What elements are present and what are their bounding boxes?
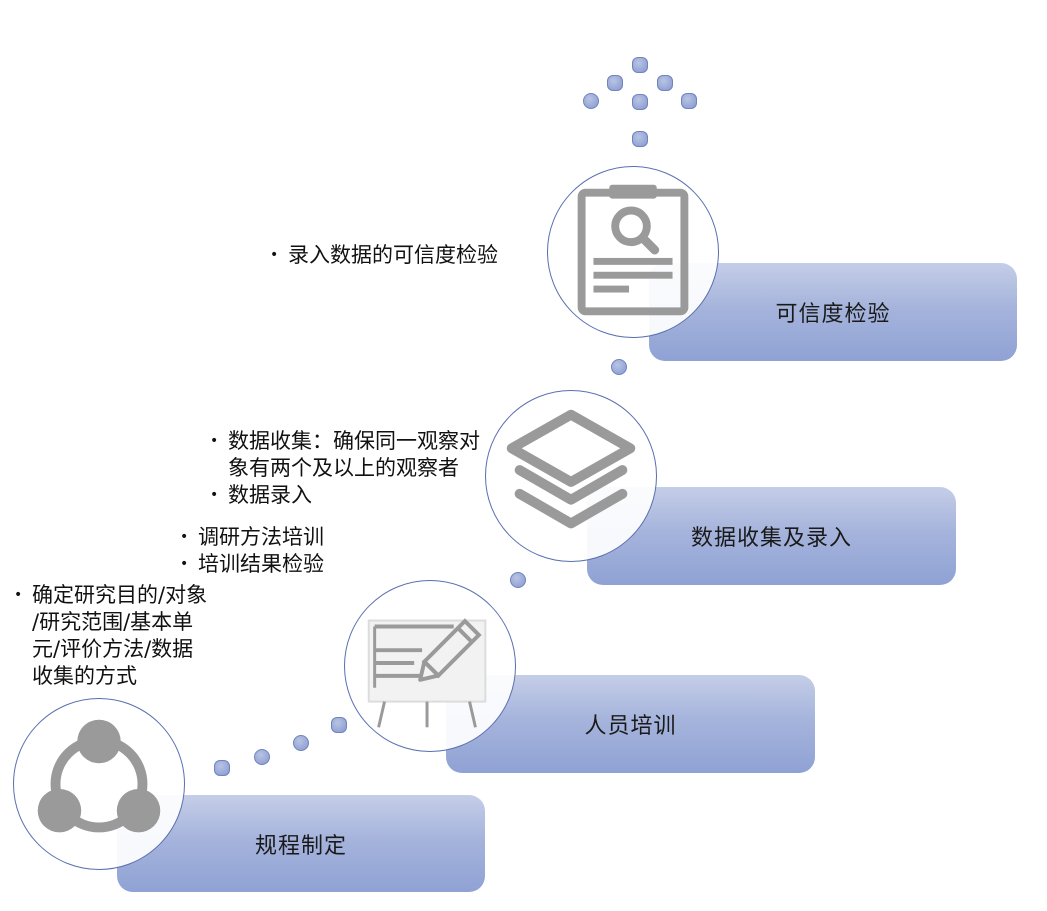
note-item: • 调研方法培训 [180, 524, 400, 551]
ring-training [344, 580, 516, 752]
step-label-rules: 规程制定 [254, 833, 347, 859]
bullet-mark: • [180, 556, 189, 572]
arrow-dot [632, 94, 648, 110]
note-item: • 确定研究目的/对象 /研究范围/基本单 元/评价方法/数据 收集的方式 [14, 582, 254, 690]
connector-dot [254, 749, 270, 765]
connector-dot [331, 717, 347, 733]
note-text: 数据录入 [228, 483, 312, 507]
arrow-dot [607, 75, 623, 91]
note-item: • 录入数据的可信度检验 [270, 242, 550, 269]
ring-rules [13, 698, 185, 870]
arrow-dot [632, 57, 648, 73]
share-network-icon [37, 719, 161, 833]
note-text: 培训结果检验 [198, 552, 324, 576]
bullet-mark: • [14, 587, 23, 603]
notes-reliability: • 录入数据的可信度检验 [270, 242, 550, 269]
layers-stack-icon [506, 409, 636, 529]
arrow-dot [657, 75, 673, 91]
note-text: 录入数据的可信度检验 [288, 243, 498, 267]
note-text: 确定研究目的/对象 /研究范围/基本单 元/评价方法/数据 收集的方式 [32, 583, 208, 688]
note-text: 数据收集：确保同一观察对 象有两个及以上的观察者 [228, 429, 480, 480]
notes-data-collection: • 数据收集：确保同一观察对 象有两个及以上的观察者 • 数据录入 [210, 428, 500, 509]
bullet-mark: • [180, 529, 189, 545]
note-item: • 数据录入 [210, 482, 500, 509]
arrow-dot [632, 131, 648, 147]
notes-training: • 调研方法培训 • 培训结果检验 [180, 524, 400, 578]
presentation-board-pen-icon [367, 618, 487, 728]
note-item: • 培训结果检验 [180, 551, 400, 578]
connector-dot [510, 572, 526, 588]
bullet-mark: • [210, 433, 219, 449]
ring-data-collection [485, 390, 657, 562]
connector-dot [293, 735, 309, 751]
arrow-dot [681, 93, 697, 109]
note-item: • 数据收集：确保同一观察对 象有两个及以上的观察者 [210, 428, 500, 482]
clipboard-search-icon [577, 184, 689, 316]
step-label-data-collection: 数据收集及录入 [690, 526, 852, 551]
ring-reliability [547, 166, 719, 338]
connector-dot [611, 359, 627, 375]
step-label-reliability: 可信度检验 [775, 302, 891, 327]
step-label-training: 人员培训 [584, 714, 677, 739]
notes-rules: • 确定研究目的/对象 /研究范围/基本单 元/评价方法/数据 收集的方式 [14, 582, 254, 690]
note-text: 调研方法培训 [198, 525, 324, 549]
bullet-mark: • [210, 487, 219, 503]
connector-dot [214, 760, 230, 776]
arrow-dot [583, 93, 599, 109]
bullet-mark: • [270, 247, 279, 263]
